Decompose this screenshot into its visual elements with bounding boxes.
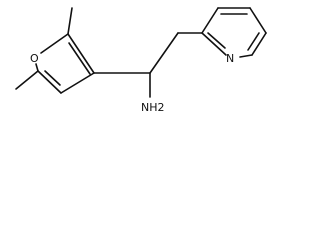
bond-c6-n-py	[239, 54, 253, 58]
nitrogen-label: N	[226, 52, 234, 65]
bond-c2-c3-py	[201, 7, 219, 34]
bond-c3-c4	[60, 72, 95, 94]
bond-c2-methyl	[67, 7, 73, 35]
bond-lines	[15, 7, 267, 98]
bond-c5-methyl	[15, 70, 39, 90]
amine-label: NH2	[141, 101, 165, 114]
bond-o-c2	[40, 33, 69, 54]
bond-ch-ch2	[149, 32, 179, 74]
bond-n-c2-py	[201, 32, 227, 56]
bond-c2-c3-double	[68, 42, 91, 75]
chemical-structure: O N NH2	[15, 7, 267, 114]
bond-c5-o	[35, 63, 39, 72]
bond-c5-c6-py	[251, 32, 267, 56]
bond-c4-c5-py	[249, 7, 267, 34]
oxygen-label: O	[30, 52, 39, 65]
bond-n-c2-py-double	[207, 32, 226, 49]
bond-c4-c5-double	[44, 70, 61, 86]
bond-c5-c6-py-double	[247, 32, 260, 51]
bond-c2-c3	[67, 33, 95, 74]
bond-c4-c5	[37, 70, 62, 94]
